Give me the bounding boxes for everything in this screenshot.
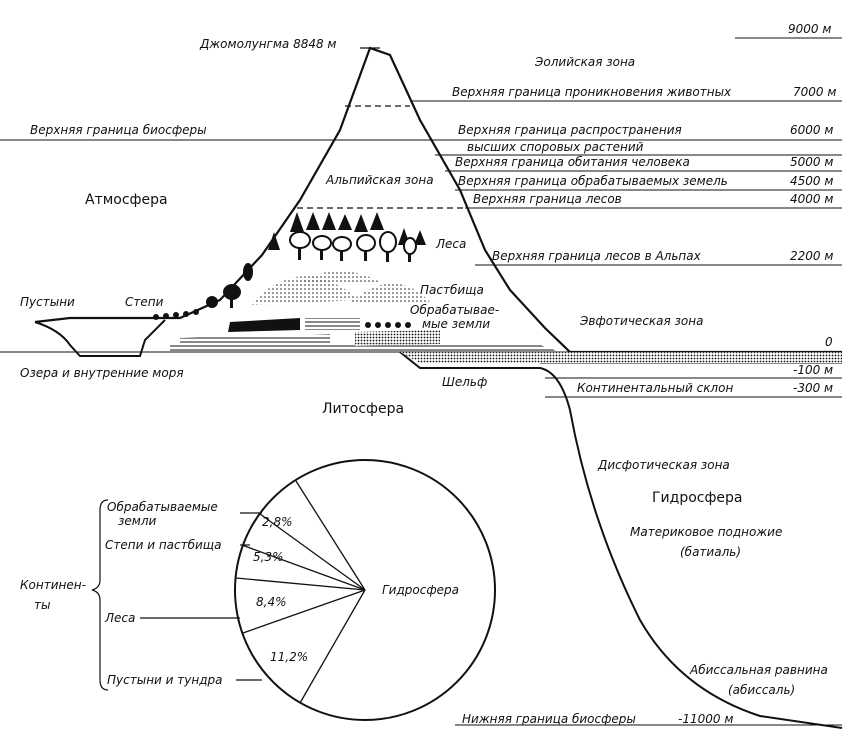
level-value-100: -100 м [793,363,833,377]
fields-2 [305,318,360,330]
level-value-11000: -11000 м [678,712,733,726]
shelf-label: Шельф [442,375,487,389]
pie-continents-2: ты [34,598,50,612]
zone-dysphotic: Дисфотическая зона [597,458,730,472]
fields-3 [180,334,330,346]
pastures-label: Пастбища [420,283,484,297]
mountain-outline [34,46,842,354]
lithosphere-label: Литосфера [322,401,404,417]
zone-euphotic: Эвфотическая зона [579,314,703,328]
cultivated-label-2: мые земли [422,317,490,331]
level-label-2200: Верхняя граница лесов в Альпах [492,249,702,263]
pie-legend-2: Степи и пастбища [105,538,221,552]
pie-circle [234,459,496,721]
atmosphere-label: Атмосфера [85,192,168,208]
cultivated-fields [228,318,300,332]
pie-value-4: 11,2% [270,650,308,664]
forest [153,212,426,320]
lakes-label: Озера и внутренние моря [20,366,184,380]
pie-value-1: 2,8% [262,515,293,529]
shelf-band [400,352,842,363]
deserts-label: Пустыни [20,295,75,309]
mountain-dashed-lines [297,105,465,209]
pie-value-3: 8,4% [256,595,287,609]
orchard [365,322,411,328]
level-label-6000b: высших споровых растений [467,140,644,154]
pasture-hill-3 [350,283,430,302]
zone-alpine: Альпийская зона [325,173,434,187]
fields-4 [355,330,440,346]
level-label-6000: Верхняя граница распространения [458,123,682,137]
level-value-300: -300 м [793,381,833,395]
continental-rise-1: Материковое подножие [630,525,782,539]
lake-basin [34,319,166,357]
pie-chart: 2,8% 5,3% 8,4% 11,2% Гидросфера [234,459,496,721]
level-value-5000: 5000 м [790,155,833,169]
land-strip [170,345,560,352]
biosphere-top-label: Верхняя граница биосферы [30,123,207,137]
level-label-4500: Верхняя граница обрабатываемых земель [458,174,728,188]
level-value-4000: 4000 м [790,192,833,206]
abyssal-1: Абиссальная равнина [689,663,828,677]
cultivated-label-1: Обрабатывае- [410,303,499,317]
continental-slope [399,351,843,729]
level-value-7000: 7000 м [793,85,836,99]
level-label-300: Континентальный склон [577,381,733,395]
peak-label: Джомолунгма 8848 м [199,37,336,51]
pasture-hill-1 [250,276,360,305]
level-label-4000: Верхняя граница лесов [473,192,622,206]
level-label-11000: Нижняя граница биосферы [462,712,636,726]
pasture-hill-2 [300,271,380,282]
level-value-4500: 4500 м [790,174,833,188]
pie-value-2: 5,3% [253,550,284,564]
abyssal-2: (абиссаль) [728,683,795,697]
level-value-9000: 9000 м [788,22,831,36]
pie-legend-4: Пустыни и тундра [107,673,222,687]
level-value-0: 0 [825,335,833,349]
pie-legend-1a: Обрабатываемые [107,500,218,514]
level-label-5000: Верхняя граница обитания человека [455,155,690,169]
level-value-2200: 2200 м [790,249,833,263]
level-label-7000: Верхняя граница проникновения животных [452,85,732,99]
continental-rise-2: (батиаль) [680,545,741,559]
pie-hydrosphere-label: Гидросфера [382,583,459,597]
forests-label: Леса [435,237,466,251]
pie-legend-1b: земли [118,514,156,528]
pie-continents-1: Континен- [20,578,86,592]
level-value-6000: 6000 м [790,123,833,137]
pie-bracket [91,499,262,691]
pie-legend-3: Леса [104,611,135,625]
hydrosphere-label: Гидросфера [652,490,743,506]
zone-aeolian: Эолийская зона [534,55,635,69]
steppes-label: Степи [125,295,164,309]
pie-slices [235,480,366,704]
